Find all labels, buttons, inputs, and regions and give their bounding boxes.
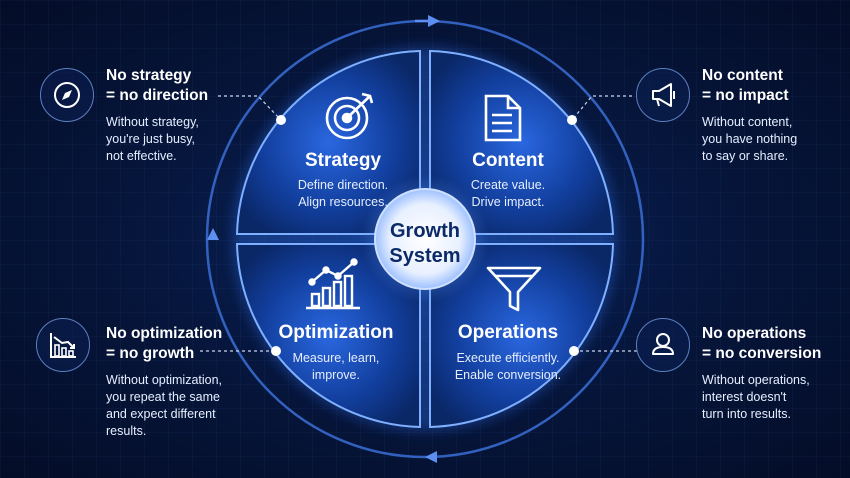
operations-title: Operations xyxy=(457,322,559,343)
callout-operations-body-line2: interest doesn't xyxy=(702,390,787,404)
callout-optimization-body-line2: you repeat the same xyxy=(106,390,220,404)
center-label-line1: Growth xyxy=(390,220,460,242)
growth-chart-icon xyxy=(306,258,360,310)
callout-strategy-head-line2: = no direction xyxy=(106,87,209,104)
document-icon xyxy=(484,94,522,142)
orbit-arrowhead-left xyxy=(207,228,219,240)
quadrant-optimization xyxy=(235,243,421,429)
orbit-arrowhead-bottom xyxy=(425,451,437,463)
quadrant-strategy xyxy=(235,49,421,235)
megaphone-icon xyxy=(636,68,690,122)
node-strategy xyxy=(276,115,286,125)
orbit-arrowhead-top xyxy=(428,15,440,27)
operations-desc-line2: Enable conversion. xyxy=(454,368,562,382)
callout-optimization: No optimization = no growth Without opti… xyxy=(106,324,256,440)
optimization-desc-line1: Measure, learn, xyxy=(292,351,380,365)
content-title: Content xyxy=(472,150,544,171)
node-content xyxy=(567,115,577,125)
callout-operations-body: Without operations, interest doesn't tur… xyxy=(702,372,850,423)
callout-operations-body-line3: turn into results. xyxy=(702,407,791,421)
quadrant-content xyxy=(429,49,615,235)
callout-strategy-body: Without strategy, you're just busy, not … xyxy=(106,114,256,165)
callout-content-body-line3: to say or share. xyxy=(702,149,789,163)
funnel-icon xyxy=(486,266,542,312)
callout-strategy-body-line1: Without strategy, xyxy=(106,115,199,129)
strategy-title: Strategy xyxy=(304,150,382,171)
callout-strategy: No strategy = no direction Without strat… xyxy=(106,66,256,165)
connector-content xyxy=(571,95,632,121)
quadrant-operations xyxy=(429,243,615,429)
node-optimization xyxy=(271,346,281,356)
target-icon xyxy=(325,92,374,140)
compass-icon xyxy=(40,68,94,122)
callout-content-head-line1: No content xyxy=(702,67,783,84)
callout-optimization-body: Without optimization, you repeat the sam… xyxy=(106,372,256,440)
strategy-desc-line2: Align resources. xyxy=(298,195,388,209)
operations-desc-line1: Execute efficiently. xyxy=(456,351,560,365)
callout-optimization-body-line3: and expect different xyxy=(106,407,216,421)
callout-optimization-head-line2: = no growth xyxy=(106,345,195,362)
center-label-line2: System xyxy=(389,245,460,267)
callout-operations-body-line1: Without operations, xyxy=(702,373,810,387)
callout-optimization-head-line1: No optimization xyxy=(106,325,223,342)
callout-operations: No operations = no conversion Without op… xyxy=(702,324,850,423)
strategy-desc-line1: Define direction. xyxy=(297,178,389,192)
optimization-title: Optimization xyxy=(278,322,394,343)
content-desc-line2: Drive impact. xyxy=(471,195,545,209)
callout-strategy-body-line2: you're just busy, xyxy=(106,132,196,146)
callout-operations-head-line2: = no conversion xyxy=(702,345,822,362)
callout-optimization-body-line4: results. xyxy=(106,424,147,438)
callout-operations-head-line1: No operations xyxy=(702,325,807,342)
connector-strategy xyxy=(218,95,282,121)
callout-content-head-line2: = no impact xyxy=(702,87,789,104)
callout-content-body: Without content, you have nothing to say… xyxy=(702,114,850,165)
optimization-desc-line2: improve. xyxy=(312,368,360,382)
callout-content: No content = no impact Without content, … xyxy=(702,66,850,165)
callout-content-body-line1: Without content, xyxy=(702,115,793,129)
callout-strategy-body-line3: not effective. xyxy=(106,149,177,163)
callout-content-body-line2: you have nothing xyxy=(702,132,798,146)
node-operations xyxy=(569,346,579,356)
content-desc-line1: Create value. xyxy=(470,178,546,192)
callout-optimization-body-line1: Without optimization, xyxy=(106,373,223,387)
center-circle xyxy=(374,188,476,290)
declining-chart-icon xyxy=(36,318,90,372)
user-icon xyxy=(636,318,690,372)
callout-strategy-head-line1: No strategy xyxy=(106,67,192,84)
